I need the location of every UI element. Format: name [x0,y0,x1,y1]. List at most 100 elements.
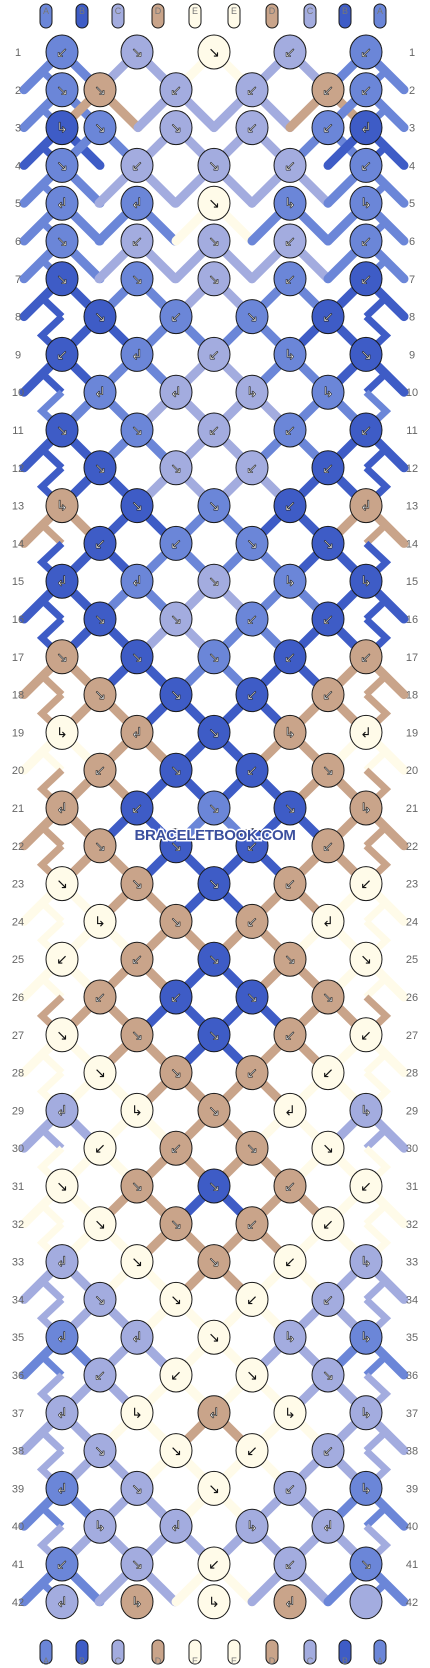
knot [273,1092,307,1128]
knot-direction-arrow: ↲ [56,1595,68,1611]
knot-direction-arrow: ↙ [56,347,68,363]
knot-direction-arrow: ↳ [56,499,68,515]
knot [311,1357,345,1393]
knot-direction-arrow: ↘ [246,1368,258,1384]
knot-direction-arrow: ↙ [131,158,143,174]
knot-direction-arrow: ↙ [284,1481,296,1497]
knot-direction-arrow: ↲ [360,499,372,515]
knot-direction-arrow: ↘ [131,423,143,439]
string-end-bottom-7 [303,1639,317,1665]
knot [83,903,117,939]
knot-direction-arrow: ↙ [322,1217,334,1233]
knot-direction-arrow: ↙ [322,83,334,99]
knot-direction-arrow: ↘ [322,1141,334,1157]
knot-direction-arrow: ↘ [208,196,220,212]
row-number-right: 4 [409,160,415,172]
knot-direction-arrow: ↘ [94,121,106,137]
knot [159,1130,193,1166]
row-number-left: 31 [12,1181,24,1193]
knot-direction-arrow: ↙ [246,839,258,855]
knot [159,299,193,335]
knot-direction-arrow: ↘ [170,1292,182,1308]
string-end-bottom-4 [188,1639,202,1665]
knot [273,714,307,750]
knot [120,1168,154,1204]
knot-direction-arrow: ↘ [170,1066,182,1082]
knot [197,866,231,902]
knot-direction-arrow: ↳ [360,1255,372,1271]
knot-direction-arrow: ↘ [170,121,182,137]
row-number-left: 21 [12,803,24,815]
knot-direction-arrow: ↙ [170,1368,182,1384]
knot [83,1206,117,1242]
watermark-text: BRACELETBOOK.COM [134,827,295,844]
knot-direction-arrow: ↘ [170,1444,182,1460]
row-number-right: 16 [406,614,418,626]
knot-direction-arrow: ↘ [131,272,143,288]
string-letter: E [231,6,237,16]
knot [83,1055,117,1091]
knot [311,828,345,864]
knot [120,488,154,524]
knot-direction-arrow: ↙ [322,688,334,704]
knot [45,1319,79,1355]
row-number-right: 28 [406,1068,418,1080]
knot-direction-arrow: ↘ [131,499,143,515]
row-number-right: 29 [406,1105,418,1117]
knot-direction-arrow: ↙ [94,990,106,1006]
knot-direction-arrow: ↙ [131,234,143,250]
row-number-left: 12 [12,463,24,475]
knot [197,1584,231,1620]
knot [120,714,154,750]
knot-layer: ↙↘↘↙↙↘↘↙↙↙↙↳↘↘↙↙↲↘↙↘↙↙↲↲↘↳↳↘↙↘↙↙↘↘↘↙↙↘↙↘… [45,34,383,1620]
knot-direction-arrow: ↙ [284,1028,296,1044]
knot-direction-arrow: ↘ [284,801,296,817]
row-number-right: 41 [406,1559,418,1571]
knot [83,677,117,713]
row-number-left: 32 [12,1219,24,1231]
row-number-left: 5 [15,198,21,210]
knot-direction-arrow: ↲ [56,1481,68,1497]
knot-direction-arrow: ↳ [360,1481,372,1497]
knot [159,752,193,788]
knot [120,34,154,70]
knot-direction-arrow: ↙ [322,121,334,137]
knot-direction-arrow: ↳ [284,347,296,363]
knot [349,72,383,108]
knot [120,336,154,372]
knot-direction-arrow: ↲ [360,121,372,137]
knot [159,1357,193,1393]
knot [197,412,231,448]
knot-direction-arrow: ↘ [94,83,106,99]
knot-direction-arrow: ↙ [284,1255,296,1271]
knot [349,1470,383,1506]
knot [311,677,345,713]
row-number-left: 15 [12,576,24,588]
knot-direction-arrow: ↙ [284,158,296,174]
knot [235,450,269,486]
knot-direction-arrow: ↘ [56,83,68,99]
row-number-left: 27 [12,1030,24,1042]
knot-direction-arrow: ↘ [94,688,106,704]
knot [349,1017,383,1053]
knot [197,185,231,221]
knot [273,147,307,183]
string-letter: A [377,6,383,16]
knot-direction-arrow: ↳ [56,725,68,741]
knot [273,1395,307,1431]
knot-direction-arrow: ↘ [94,1292,106,1308]
knot-direction-arrow: ↙ [284,877,296,893]
row-number-right: 6 [409,236,415,248]
row-number-right: 42 [406,1597,418,1609]
knot-direction-arrow: ↘ [208,1330,220,1346]
row-number-right: 30 [406,1143,418,1155]
knot-direction-arrow: ↳ [360,574,372,590]
knot-direction-arrow: ↲ [56,1255,68,1271]
knot [120,1584,154,1620]
knot-direction-arrow: ↳ [131,1595,143,1611]
knot-direction-arrow: ↘ [208,1481,220,1497]
knot-direction-arrow: ↘ [170,688,182,704]
knot [273,336,307,372]
knot [197,714,231,750]
knot-direction-arrow: ↙ [56,1557,68,1573]
